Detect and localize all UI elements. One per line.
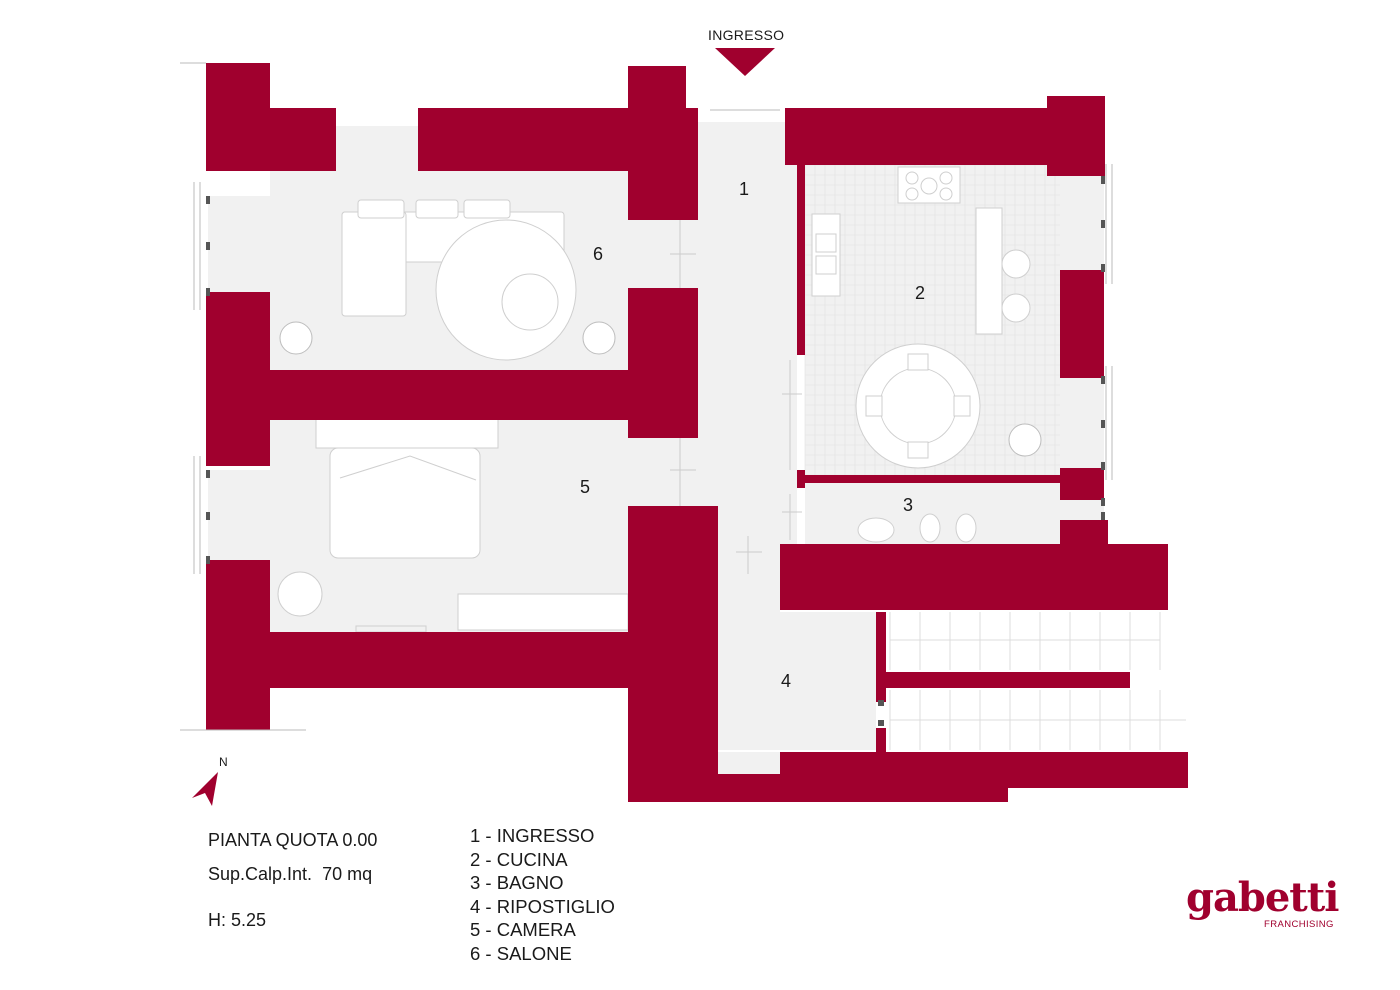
dining-chair <box>907 353 929 371</box>
floor-bagno-shower <box>1008 486 1058 542</box>
room-number-5: 5 <box>580 477 590 497</box>
hob-burner <box>939 187 953 201</box>
plant-icon <box>582 321 616 355</box>
legend-item: 4 - RIPOSTIGLIO <box>470 895 615 917</box>
plan-area: Sup.Calp.Int. 70 mq <box>208 864 373 884</box>
dining-chair <box>865 395 883 417</box>
logo-wordmark: gabetti <box>1186 874 1339 921</box>
hob-burner <box>905 171 919 185</box>
dining-chair <box>953 395 971 417</box>
sofa-cushion <box>415 199 459 219</box>
floor-cucina-window-1 <box>1060 175 1104 271</box>
door-marks <box>670 220 802 574</box>
hob-burner <box>920 177 938 195</box>
windows <box>180 62 1113 731</box>
sink <box>815 255 837 275</box>
toilet <box>919 513 941 543</box>
north-arrow-icon <box>192 772 218 806</box>
stairs <box>889 612 1186 750</box>
window-pins <box>206 176 1105 726</box>
armchair <box>277 571 323 617</box>
sofa-cushion <box>463 199 511 219</box>
legend-item: 6 - SALONE <box>470 942 572 964</box>
dining-chair <box>907 441 929 459</box>
room-number-4: 4 <box>781 671 791 691</box>
brand-logo: gabetti FRANCHISING <box>1186 874 1339 940</box>
floor-bagno-window <box>1060 500 1104 520</box>
plan-title: PIANTA QUOTA 0.00 <box>208 830 378 850</box>
coffee-table <box>501 273 559 331</box>
wardrobe <box>457 593 629 631</box>
legend-item: 3 - BAGNO <box>470 872 564 894</box>
room-number-1: 1 <box>739 179 749 199</box>
dining-table <box>879 367 957 445</box>
floor-door-camera <box>628 438 698 506</box>
legend-item: 2 - CUCINA <box>470 848 568 870</box>
plan-height: H: 5.25 <box>208 910 267 930</box>
entrance-label: INGRESSO <box>708 27 785 43</box>
hob-burner <box>905 187 919 201</box>
floor-bottom-light <box>718 752 780 774</box>
sofa-cushion <box>357 199 405 219</box>
logo-subtitle: FRANCHISING <box>1264 919 1334 930</box>
room-number-3: 3 <box>903 495 913 515</box>
floor-top-light <box>336 126 418 170</box>
north-label: N <box>219 755 228 769</box>
bed <box>329 447 481 559</box>
stool <box>1001 249 1031 279</box>
room-legend: 1 - INGRESSO 2 - CUCINA 3 - BAGNO 4 - RI… <box>470 824 615 966</box>
room-number-2: 2 <box>915 283 925 303</box>
plant-icon <box>279 321 313 355</box>
room-number-6: 6 <box>593 244 603 264</box>
hob-burner <box>939 171 953 185</box>
floor-ripostiglio <box>692 612 876 750</box>
bidet <box>955 513 977 543</box>
bed-blanket-fold <box>339 455 477 481</box>
headboard <box>315 417 499 449</box>
kitchen-counter <box>811 213 841 297</box>
entrance-arrow-icon <box>715 48 775 76</box>
furniture <box>277 166 1042 633</box>
floor-ingresso <box>695 122 797 546</box>
floor-cucina-window-2 <box>1060 378 1104 470</box>
floor-corridor <box>718 544 780 614</box>
legend-item: 5 - CAMERA <box>470 919 576 941</box>
floor-salone-window-niche <box>208 196 272 294</box>
washbasin <box>857 517 895 543</box>
walls <box>206 63 1188 802</box>
legend-item: 1 - INGRESSO <box>470 825 595 846</box>
sink <box>815 233 837 253</box>
stool <box>1001 293 1031 323</box>
kitchen-tiles <box>804 164 1060 476</box>
plant-icon <box>1008 423 1042 457</box>
floor-camera-window-niche <box>208 470 272 560</box>
kitchen-island <box>975 207 1003 335</box>
sofa-chaise <box>341 211 407 317</box>
